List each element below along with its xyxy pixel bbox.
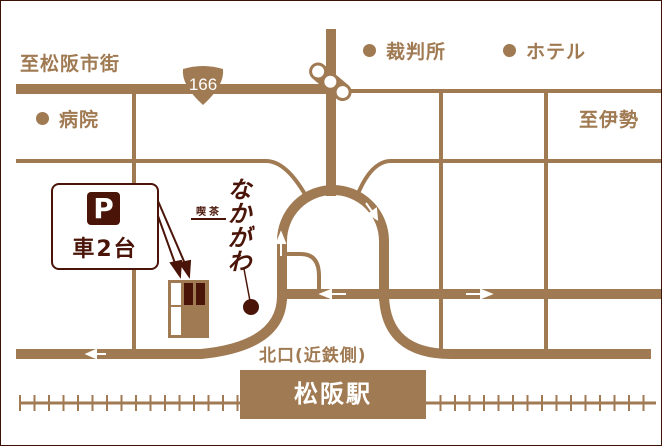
bottom-road-right: [379, 295, 651, 359]
loop-road: [277, 185, 389, 301]
label-hospital: 病院: [36, 105, 99, 132]
shop-logo-small: 喫茶: [196, 207, 222, 218]
route-number: 166: [188, 75, 218, 94]
parking-count: 車2台: [72, 237, 138, 262]
parking-icon: P: [87, 192, 120, 225]
parking-building: [168, 280, 209, 338]
thin-road: [16, 159, 308, 197]
arrow-left-icon: [84, 348, 106, 360]
parking-info-box: P 車2台: [51, 183, 159, 270]
shop-location-marker: [243, 299, 259, 315]
arrow-left-icon: [412, 337, 422, 344]
poi-dot-icon: [503, 44, 516, 57]
poi-dot-icon: [36, 112, 49, 125]
arrow-up-icon: [275, 230, 287, 256]
arrow-right-icon: [466, 288, 494, 300]
arrow-left-icon: [318, 288, 346, 300]
traffic-light-icon: [309, 62, 352, 102]
bottom-road-left: [16, 295, 287, 359]
label-north-exit: 北口(近鉄側): [259, 346, 367, 366]
station-label: 松阪駅: [240, 370, 426, 419]
route-shield-icon: [182, 66, 224, 105]
label-court: 裁判所: [363, 37, 446, 64]
poi-dot-icon: [363, 44, 376, 57]
label-to-ise: 至伊勢: [579, 109, 640, 131]
label-hotel: ホテル: [503, 37, 586, 64]
thin-road: [355, 159, 661, 197]
label-to-city: 至松阪市街: [20, 53, 121, 75]
thin-road: [284, 252, 321, 294]
shop-logo: なかがわ: [223, 177, 251, 273]
arrow-down-right-icon: [365, 202, 379, 221]
arrow-right-icon: [230, 336, 242, 342]
